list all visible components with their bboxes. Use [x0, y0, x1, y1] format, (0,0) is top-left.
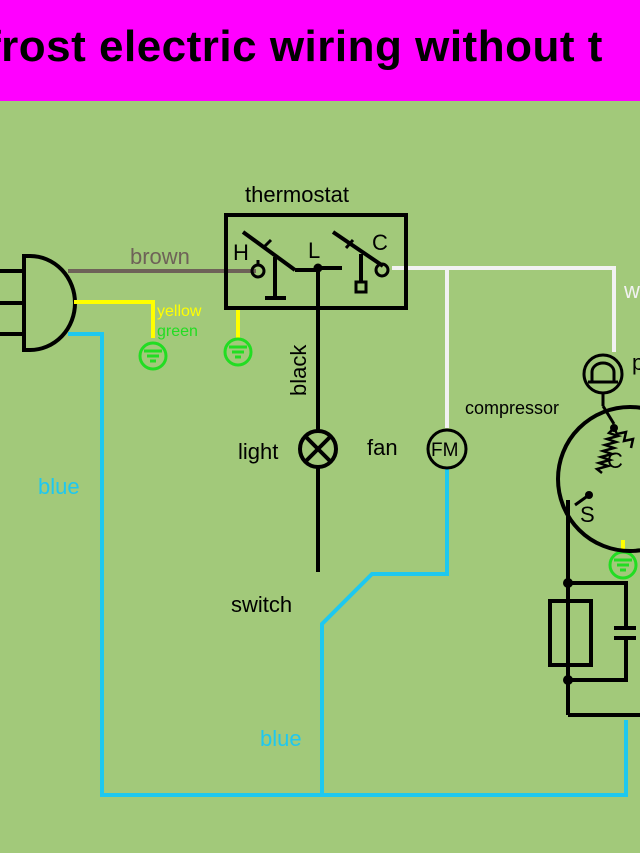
thermostat-label: thermostat [245, 182, 349, 207]
thermostat-c-label: C [372, 230, 388, 255]
switch-label: switch [231, 592, 292, 617]
page-title: frost electric wiring without t [0, 22, 603, 71]
power-plug-icon [0, 254, 77, 352]
fan-label: fan [367, 435, 398, 460]
black-label: black [286, 344, 311, 396]
ground-icon [223, 337, 253, 367]
compressor-label: compressor [465, 398, 559, 418]
compressor-motor-icon [556, 405, 640, 553]
thermostat-l-label: L [308, 238, 320, 263]
yellow-label: yellow [157, 303, 202, 320]
ground-icon [138, 341, 168, 371]
compressor-c-label: C [607, 448, 623, 473]
green-label: green [157, 323, 198, 340]
white-wire [392, 266, 616, 300]
ground-icon [608, 540, 638, 580]
blue-wire-fan [320, 467, 449, 795]
protector-label-partial: p [632, 350, 640, 375]
light-label: light [238, 439, 278, 464]
blue-wire [68, 332, 628, 797]
yellow-green-wire [74, 300, 155, 338]
blue-label-bottom: blue [260, 726, 302, 751]
wiring-diagram: thermostat H L C brown yellow green blac… [0, 182, 640, 797]
title-banner: frost electric wiring without t [0, 0, 640, 101]
blue-label-left: blue [38, 474, 80, 499]
thermostat-h-label: H [233, 240, 249, 265]
fan-motor-icon [426, 428, 468, 470]
white-label-partial: w [623, 278, 640, 303]
compressor-s-label: S [580, 502, 595, 527]
light-bulb-icon [298, 429, 338, 469]
brown-label: brown [130, 244, 190, 269]
fan-motor-label: FM [431, 440, 458, 461]
start-relay-circuit [548, 500, 640, 717]
overload-protector-icon [582, 300, 624, 406]
